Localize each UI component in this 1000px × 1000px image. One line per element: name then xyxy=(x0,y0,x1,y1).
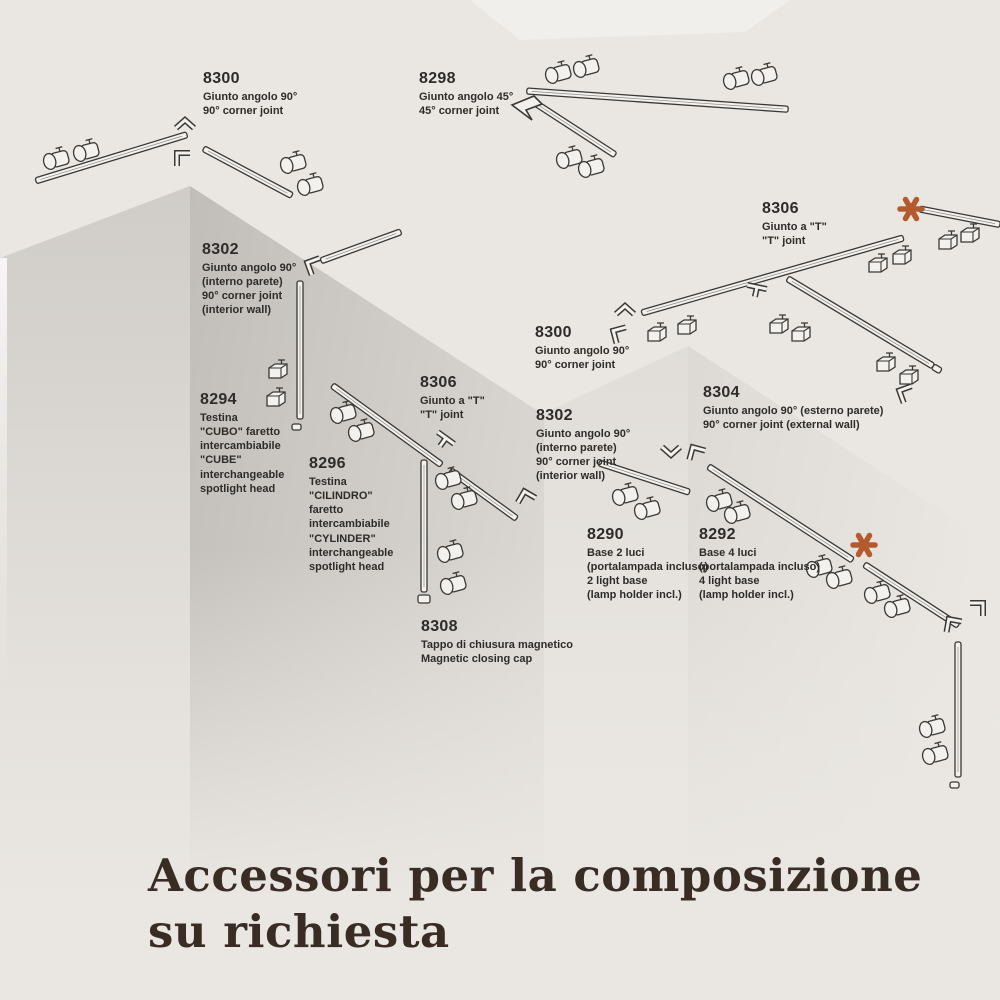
part-label-8292: 8292 Base 4 luci (portalampada incluso) … xyxy=(699,526,820,603)
cylinder-spotlight-icon xyxy=(434,538,465,565)
part-desc: Base 2 luci (portalampada incluso) 2 lig… xyxy=(587,546,709,602)
cube-spotlight-icon xyxy=(677,315,697,335)
part-desc: Base 4 luci (portalampada incluso) 4 lig… xyxy=(699,546,821,602)
corner-joint-icon xyxy=(518,491,536,509)
part-code: 8298 xyxy=(419,70,456,87)
cylinder-spotlight-icon xyxy=(542,59,573,86)
cylinder-spotlight-icon xyxy=(861,579,892,606)
45-joint-icon xyxy=(510,95,544,121)
part-code: 8302 xyxy=(202,241,239,258)
part-code: 8294 xyxy=(200,391,237,408)
part-code: 8306 xyxy=(762,200,799,217)
part-label-8294: 8294 Testina "CUBO" faretto intercambiab… xyxy=(200,391,284,496)
t-joint-icon xyxy=(745,285,767,299)
part-label-8306-topright: 8306 Giunto a "T" "T" joint xyxy=(762,200,827,248)
cylinder-spotlight-icon xyxy=(294,171,325,198)
part-desc: Giunto angolo 90° (esterno parete) 90° c… xyxy=(703,404,884,431)
part-desc: Giunto angolo 90° (interno parete) 90° c… xyxy=(536,427,631,483)
cylinder-spotlight-icon xyxy=(748,61,779,88)
part-code: 8296 xyxy=(309,455,346,472)
part-code: 8308 xyxy=(421,618,458,635)
end-cap-icon xyxy=(930,363,943,375)
part-code: 8292 xyxy=(699,526,736,543)
corner-clip-icon xyxy=(662,447,680,455)
part-desc: Tappo di chiusura magnetico Magnetic clo… xyxy=(421,638,573,665)
corner-joint-icon xyxy=(689,447,705,463)
cube-spotlight-icon xyxy=(899,365,919,385)
asterisk-marker xyxy=(853,536,875,555)
part-code: 8300 xyxy=(535,324,572,341)
part-desc: Testina "CUBO" faretto intercambiabile "… xyxy=(200,411,285,496)
part-code: 8290 xyxy=(587,526,624,543)
cube-spotlight-icon xyxy=(938,230,958,250)
t-joint-icon xyxy=(432,432,454,452)
assembly-8298-45-joint xyxy=(510,53,789,180)
cube-spotlight-icon xyxy=(769,314,789,334)
part-label-8302-middle: 8302 Giunto angolo 90° (interno parete) … xyxy=(536,407,630,484)
cube-spotlight-icon xyxy=(876,352,896,372)
exterior-corner-joint-icon xyxy=(899,386,916,403)
page-title: Accessori per la composizione su richies… xyxy=(148,849,923,958)
part-code: 8300 xyxy=(203,70,240,87)
part-desc: Giunto a "T" "T" joint xyxy=(762,220,827,247)
part-label-8300-topleft: 8300 Giunto angolo 90° 90° corner joint xyxy=(203,70,297,118)
cube-spotlight-icon xyxy=(268,359,288,379)
corner-joint-icon xyxy=(177,153,190,166)
part-label-8290: 8290 Base 2 luci (portalampada incluso) … xyxy=(587,526,708,603)
part-desc: Giunto angolo 90° 90° corner joint xyxy=(535,344,630,371)
cube-spotlight-icon xyxy=(960,223,980,243)
part-label-8304: 8304 Giunto angolo 90° (esterno parete) … xyxy=(703,384,883,432)
assembly-8306-t-joint-top xyxy=(613,205,1000,385)
part-desc: Giunto angolo 90° (interno parete) 90° c… xyxy=(202,261,297,317)
assembly-8300-corner-joint xyxy=(34,120,325,199)
cylinder-spotlight-icon xyxy=(432,465,463,492)
part-code: 8306 xyxy=(420,374,457,391)
part-code: 8302 xyxy=(536,407,573,424)
part-label-8296: 8296 Testina "CILINDRO" faretto intercam… xyxy=(309,455,393,575)
part-desc: Giunto angolo 90° 90° corner joint xyxy=(203,90,298,117)
cylinder-spotlight-icon xyxy=(720,65,751,92)
part-label-8298: 8298 Giunto angolo 45° 45° corner joint xyxy=(419,70,513,118)
asterisk-marker xyxy=(900,200,922,219)
cylinder-spotlight-icon xyxy=(570,53,601,80)
part-code: 8304 xyxy=(703,384,740,401)
corner-clip-icon xyxy=(616,306,634,314)
cube-spotlight-icon xyxy=(647,322,667,342)
cube-spotlight-icon xyxy=(791,322,811,342)
cylinder-spotlight-icon xyxy=(919,740,950,767)
cylinder-spotlight-icon xyxy=(277,149,308,176)
cube-spotlight-icon xyxy=(868,253,888,273)
end-cap-icon xyxy=(949,781,960,789)
corner-clip-icon xyxy=(176,120,194,128)
magnetic-closing-cap-icon xyxy=(417,594,431,604)
part-desc: Giunto angolo 45° 45° corner joint xyxy=(419,90,514,117)
part-label-8300-middle: 8300 Giunto angolo 90° 90° corner joint xyxy=(535,324,629,372)
wall-bracket-icon xyxy=(970,603,983,616)
part-label-8306-middle: 8306 Giunto a "T" "T" joint xyxy=(420,374,485,422)
cylinder-spotlight-icon xyxy=(345,417,376,444)
cylinder-spotlight-icon xyxy=(40,145,71,172)
part-label-8302-left: 8302 Giunto angolo 90° (interno parete) … xyxy=(202,241,296,318)
part-label-8308: 8308 Tappo di chiusura magnetico Magneti… xyxy=(421,618,573,666)
part-desc: Testina "CILINDRO" faretto intercambiabi… xyxy=(309,475,394,574)
cylinder-spotlight-icon xyxy=(916,713,947,740)
cube-spotlight-icon xyxy=(892,245,912,265)
end-cap-icon xyxy=(291,423,302,431)
cylinder-spotlight-icon xyxy=(609,481,640,508)
cylinder-spotlight-icon xyxy=(437,570,468,597)
part-desc: Giunto a "T" "T" joint xyxy=(420,394,485,421)
